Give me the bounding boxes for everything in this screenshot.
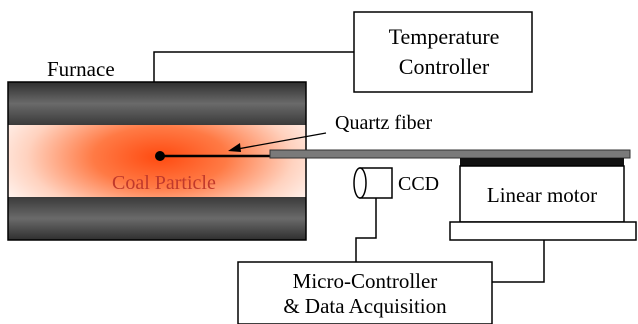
furnace-bottom-wall bbox=[8, 197, 306, 240]
quartz-fiber-label: Quartz fiber bbox=[335, 112, 433, 134]
linear-motor-label: Linear motor bbox=[487, 183, 597, 207]
ccd-label: CCD bbox=[398, 173, 439, 195]
furnace-heat-zone bbox=[8, 125, 306, 197]
linear-motor-box bbox=[459, 165, 625, 223]
linear-motor-top-plate bbox=[460, 158, 624, 166]
ccd-controller-wire bbox=[355, 198, 377, 262]
furnace-top-wall bbox=[8, 82, 306, 125]
micro-controller-box bbox=[237, 261, 493, 324]
furnace-label: Furnace bbox=[47, 57, 115, 81]
fiber-holder-rod bbox=[269, 149, 631, 159]
ccd-camera bbox=[353, 167, 393, 199]
motor-controller-wire bbox=[492, 240, 545, 283]
micro-controller-label-2: & Data Acquisition bbox=[283, 294, 447, 318]
quartz-fiber-arrowhead bbox=[228, 143, 241, 152]
temperature-controller-label-2: Controller bbox=[399, 54, 490, 79]
quartz-fiber-arrow bbox=[231, 132, 327, 151]
coal-particle bbox=[155, 151, 165, 161]
controller-furnace-wire bbox=[153, 51, 354, 82]
furnace-outline bbox=[7, 81, 307, 241]
temperature-controller-label-1: Temperature bbox=[389, 24, 500, 49]
furnace bbox=[7, 81, 307, 241]
ccd-lens bbox=[353, 167, 367, 199]
linear-motor-base bbox=[449, 221, 637, 241]
micro-controller-label-1: Micro-Controller bbox=[293, 269, 438, 293]
coal-particle-label: Coal Particle bbox=[112, 172, 216, 194]
temperature-controller-box bbox=[353, 11, 533, 93]
